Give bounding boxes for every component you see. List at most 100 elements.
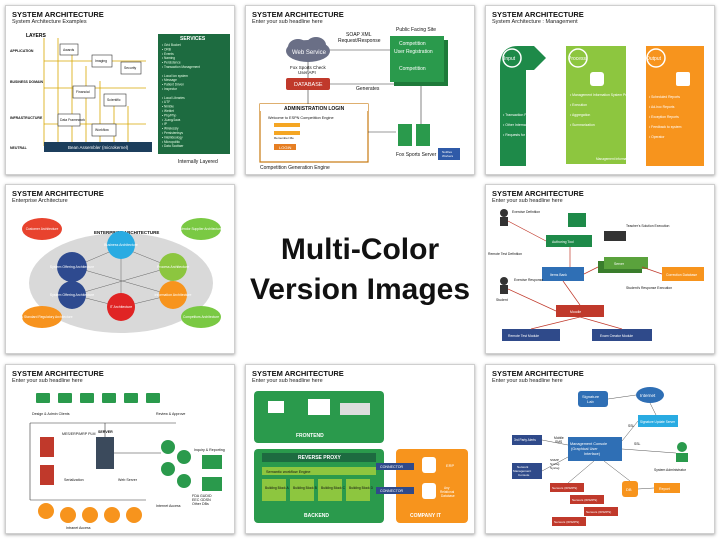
label: SERVER (98, 430, 113, 434)
signature-lab-box (578, 391, 608, 407)
sensor-box (552, 517, 586, 526)
server-icon (398, 124, 412, 146)
tablet-icon (268, 401, 284, 413)
slide-thumbnail-4[interactable]: SYSTEM ARCHITECTURE Enterprise Architect… (5, 184, 235, 354)
slide-thumbnail-2[interactable]: SYSTEM ARCHITECTURE Enter your sub headl… (245, 5, 475, 175)
moodle-diagram: Exercise Definition Authoring Tool Teach… (488, 209, 704, 341)
input-item: • Requests for Information (503, 133, 544, 137)
slide-title: SYSTEM ARCHITECTURE (492, 10, 584, 19)
label: Inquiry & Reporting (194, 448, 225, 452)
slide-thumbnail-1[interactable]: SYSTEM ARCHITECTURE System Architecture … (5, 5, 235, 175)
exam-creator-module (592, 329, 652, 341)
server-network-diagram: Design & Admin Clients MES/ERP/MRP PLM S… (29, 393, 225, 530)
service-item: • Patient Driven (162, 83, 184, 87)
admin-icon (677, 442, 687, 452)
service-item: • ORB (162, 47, 171, 51)
slide-subtitle: Enter your sub headline here (252, 19, 323, 25)
database-label: DATABASE (294, 82, 323, 88)
server-icon (96, 437, 114, 469)
slide-title: SYSTEM ARCHITECTURE (12, 10, 104, 19)
computer-icon (36, 393, 50, 403)
public-site-label: Public Facing Site (396, 27, 436, 33)
block-label: Building Block B (293, 486, 318, 490)
slide-thumbnail-6[interactable]: SYSTEM ARCHITECTURE Enter your sub headl… (5, 364, 235, 534)
service-item: • JLang/Java (162, 118, 181, 122)
slide-subtitle: Enter your sub headline here (492, 378, 563, 384)
notify-box (438, 148, 460, 160)
process-item: • Management Information System Programs (570, 93, 638, 97)
network-node (161, 440, 175, 454)
computer-icon (58, 393, 72, 403)
slide-title: SYSTEM ARCHITECTURE (252, 369, 344, 378)
label: Exam Creator Module (600, 334, 633, 338)
teacher-icon (500, 209, 508, 217)
outer-label: Industry Standard Regulatory Architectur… (11, 315, 72, 319)
slide-subtitle: Enter your sub headline here (492, 198, 563, 204)
frontend-backend-diagram: FRONTEND REVERSE PROXY Semantic workflow… (254, 391, 468, 523)
client-tower (40, 437, 54, 457)
services-panel (158, 34, 230, 154)
process-item: • Aggregation (570, 113, 590, 117)
welcome-text: Welcome to ESPN Competition Engine (268, 116, 334, 120)
box-label: Security (124, 66, 137, 70)
process-bottom: Management Information System Data (596, 157, 651, 161)
node-business (107, 231, 135, 259)
engine-label: Competition Generation Engine (260, 165, 330, 171)
ipo-diagram: Input • Transaction Processing System Da… (500, 46, 704, 166)
slide-thumbnail-7[interactable]: SYSTEM ARCHITECTURE Enter your sub headl… (245, 364, 475, 534)
camera-icon (340, 403, 370, 415)
internet-label: Internet (640, 393, 656, 398)
monitor-icon (568, 213, 586, 227)
caption: Internally Layered (178, 159, 218, 165)
outer-competitors (181, 306, 221, 328)
label: Internet Access (156, 504, 181, 508)
outer-industry (22, 306, 62, 328)
layer-label: BUSINESS DOMAIN (10, 80, 44, 84)
sensor-box (550, 483, 584, 492)
slide-title: SYSTEM ARCHITECTURE (252, 10, 344, 19)
node-information (159, 281, 187, 309)
node-label: Process Architecture (157, 265, 189, 269)
slide-thumbnail-8[interactable]: SYSTEM ARCHITECTURE Enter your sub headl… (485, 364, 715, 534)
label: Web Server (118, 478, 138, 482)
items-bank (542, 267, 584, 281)
node-system (57, 252, 87, 282)
box-label: Workflow (95, 128, 109, 132)
label: Items Bank (550, 273, 567, 277)
label: Student's Response Execution (626, 286, 672, 290)
output-item: • Scheduled Reports (649, 95, 680, 99)
slide-thumbnail-5[interactable]: SYSTEM ARCHITECTURE Enter your sub headl… (485, 184, 715, 354)
network-console-box (512, 463, 542, 479)
label: Design & Admin Clients (32, 412, 70, 416)
stage-input: Input (504, 56, 516, 62)
competition-label-2: Competition (399, 66, 426, 72)
printer-icon (202, 455, 222, 469)
outer-customer (22, 218, 62, 240)
report-box (654, 483, 680, 493)
service-item: • Local Libraries (162, 96, 185, 100)
frontend-label: FRONTEND (296, 433, 324, 439)
web-service-label: Web Service (292, 50, 327, 56)
outer-label: Customer Architecture (26, 227, 59, 231)
service-item: • Local Ion system (162, 74, 188, 78)
computer-icon (102, 393, 116, 403)
slide-subtitle: Enter your sub headline here (12, 378, 83, 384)
microkernel-label: Bean Assembler (microkernel) (68, 145, 129, 150)
label: Exercise Definition (512, 210, 540, 214)
db-icon (622, 481, 638, 497)
slide-subtitle: Enterprise Architecture (12, 198, 68, 204)
slide-title: SYSTEM ARCHITECTURE (12, 369, 104, 378)
database-icon (286, 78, 330, 90)
service-item: • Transaction Management (162, 65, 200, 69)
third-party-label: 3rd Party Alerts (514, 438, 536, 442)
service-item: • Events (162, 52, 174, 56)
label: Teacher's Solution Execution (626, 224, 670, 228)
slide-thumbnail-3[interactable]: SYSTEM ARCHITECTURE System Architecture … (485, 5, 715, 175)
label: Correction Database (666, 273, 697, 277)
moodle-box (556, 305, 604, 317)
